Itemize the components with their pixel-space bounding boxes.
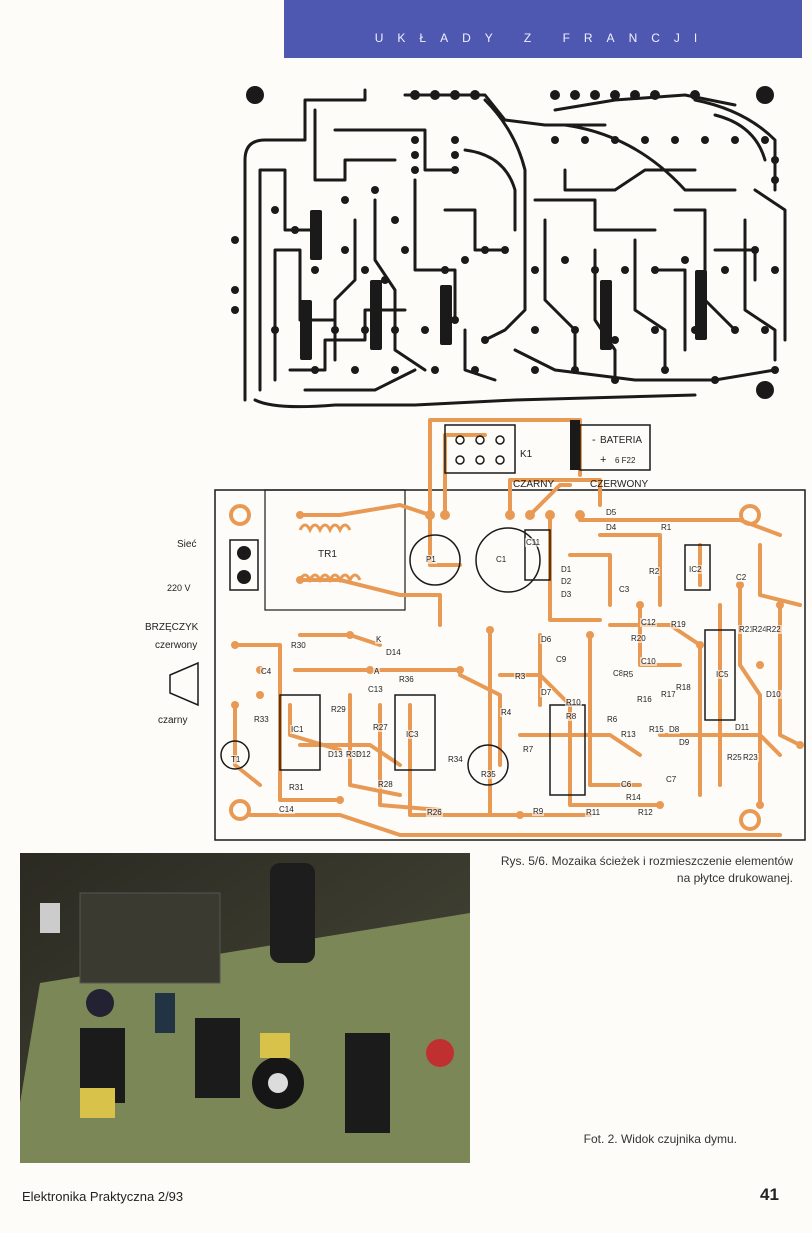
component-designator: R23 — [742, 753, 759, 762]
component-designator: R32 — [345, 750, 362, 759]
component-designator: C14 — [278, 805, 295, 814]
component-designator: R13 — [620, 730, 637, 739]
component-designator: D3 — [560, 590, 573, 599]
component-designator: D14 — [385, 648, 402, 657]
component-designator: IC5 — [715, 670, 730, 679]
component-designator: IC3 — [405, 730, 420, 739]
component-designator: R34 — [447, 755, 464, 764]
component-designator: C2 — [735, 573, 748, 582]
component-designator: IC2 — [688, 565, 703, 574]
component-designator: R3 — [514, 672, 527, 681]
component-designator: C6 — [620, 780, 633, 789]
component-designator: R4 — [500, 708, 513, 717]
component-designator: R28 — [377, 780, 394, 789]
component-designator: R31 — [288, 783, 305, 792]
component-designator: R17 — [660, 690, 677, 699]
component-designator: A — [373, 667, 381, 676]
component-designator: R11 — [585, 808, 602, 817]
component-designator: D8 — [668, 725, 681, 734]
component-designator: R8 — [565, 712, 578, 721]
component-designator: K — [375, 635, 383, 644]
component-designator: R16 — [636, 695, 653, 704]
component-designator: R24 — [751, 625, 768, 634]
transformer-outline — [264, 489, 406, 611]
buzzer-label: BRZĘCZYK — [145, 622, 199, 633]
component-designator: R20 — [630, 634, 647, 643]
battery-plus: + — [600, 454, 606, 466]
transformer-label: TR1 — [318, 549, 337, 560]
wire-black-label: CZARNY — [513, 479, 554, 490]
component-designator: R25 — [726, 753, 743, 762]
component-designator: D6 — [540, 635, 553, 644]
magazine-issue: Elektronika Praktyczna 2/93 — [22, 1189, 184, 1204]
page-number: 41 — [760, 1185, 779, 1204]
component-designator: T1 — [230, 755, 242, 764]
component-designator: R35 — [480, 770, 497, 779]
component-designator: D9 — [678, 738, 691, 747]
component-designator: C3 — [618, 585, 631, 594]
component-designator: R1 — [660, 523, 673, 532]
component-designator: R7 — [522, 745, 535, 754]
component-designator: C8 — [612, 669, 625, 678]
component-designator: C1 — [495, 555, 508, 564]
component-designator: R5 — [622, 670, 635, 679]
component-designator: R18 — [675, 683, 692, 692]
component-designator: D4 — [605, 523, 618, 532]
component-designator: R30 — [290, 641, 307, 650]
buzzer-red-label: czerwony — [155, 640, 197, 651]
component-designator: R21 — [738, 625, 755, 634]
figure-caption: Rys. 5/6. Mozaika ścieżek i rozmieszczen… — [500, 854, 793, 885]
component-designator: R27 — [372, 723, 389, 732]
component-designator: R10 — [565, 698, 582, 707]
component-designator: C11 — [525, 538, 542, 547]
voltage-label: 220 V — [167, 583, 191, 593]
component-designator: R29 — [330, 705, 347, 714]
component-designator: C13 — [367, 685, 384, 694]
component-designator: R33 — [253, 715, 270, 724]
section-title: UKŁADY Z FRANCJI — [374, 31, 712, 45]
component-designator: R14 — [625, 793, 642, 802]
component-designator: D2 — [560, 577, 573, 586]
component-designator: D7 — [540, 688, 553, 697]
circuit-board-photo — [20, 853, 470, 1163]
component-designator: C10 — [640, 657, 657, 666]
component-designator: D12 — [355, 750, 372, 759]
component-designator: C7 — [665, 775, 678, 784]
mains-label: Sieć — [177, 539, 196, 550]
component-designator: D10 — [765, 690, 782, 699]
battery-label: BATERIA — [600, 435, 642, 446]
component-designator: R19 — [670, 620, 687, 629]
component-designator: C9 — [555, 655, 568, 664]
component-designator: R22 — [765, 625, 782, 634]
section-banner: UKŁADY Z FRANCJI — [284, 0, 802, 58]
pcb-trace-mosaic — [231, 86, 787, 409]
component-designator: D11 — [734, 723, 751, 732]
component-designator: R2 — [648, 567, 661, 576]
component-designator: C12 — [640, 618, 657, 627]
battery-type: 6 F22 — [615, 456, 636, 465]
component-designator: C4 — [260, 667, 273, 676]
component-designator: D5 — [605, 508, 618, 517]
component-designator: P1 — [425, 555, 437, 564]
component-designator: IC1 — [290, 725, 305, 734]
component-designator: D1 — [560, 565, 573, 574]
component-designator: R9 — [532, 807, 545, 816]
component-designator: R26 — [426, 808, 443, 817]
component-designator: D13 — [327, 750, 344, 759]
component-designator: R12 — [637, 808, 654, 817]
photo-caption: Fot. 2. Widok czujnika dymu. — [583, 1132, 737, 1146]
component-designator: R36 — [398, 675, 415, 684]
wire-red-label: CZERWONY — [590, 479, 648, 490]
battery-minus: - — [592, 434, 596, 446]
buzzer-black-label: czarny — [158, 715, 187, 726]
component-designator: R6 — [606, 715, 619, 724]
relay-label: K1 — [520, 449, 533, 460]
component-designator: R15 — [648, 725, 665, 734]
